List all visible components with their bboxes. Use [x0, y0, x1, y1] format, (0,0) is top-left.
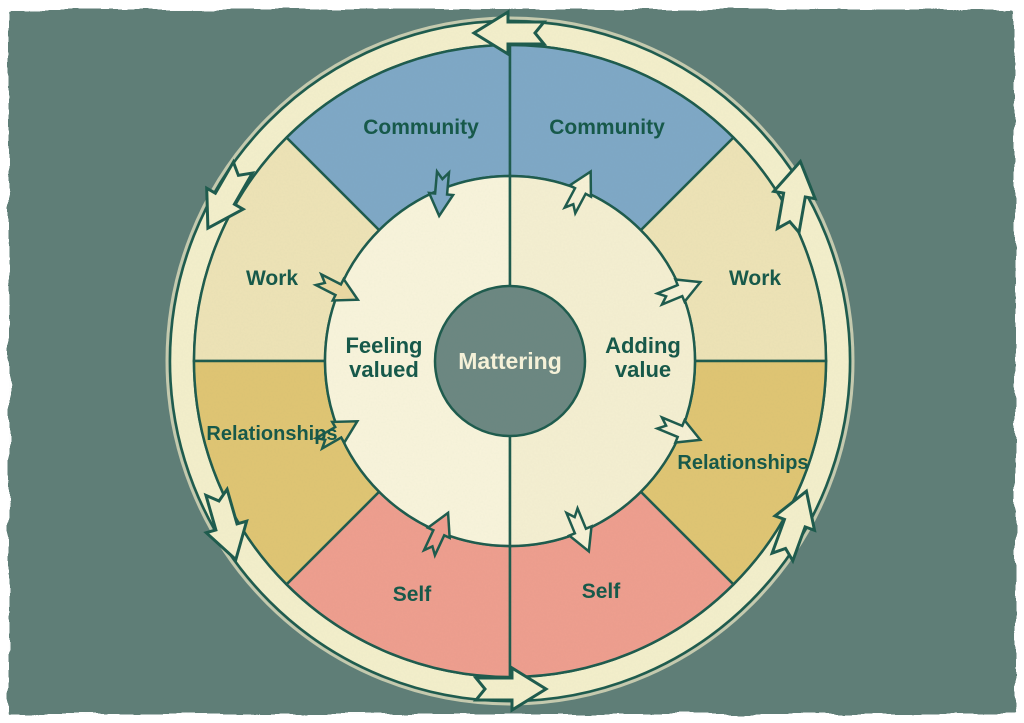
paper-grain-texture	[9, 10, 1015, 714]
label-community-right: Community	[549, 116, 665, 139]
label-mattering: Mattering	[458, 348, 562, 374]
label-self-left: Self	[393, 583, 433, 606]
label-adding-value-line2: value	[615, 357, 671, 382]
label-work-left: Work	[246, 267, 298, 290]
label-self-right: Self	[582, 580, 622, 603]
label-relationships-right: Relationships	[677, 452, 808, 474]
label-adding-value-line1: Adding	[605, 333, 681, 358]
label-work-right: Work	[729, 267, 781, 290]
label-relationships-left: Relationships	[206, 423, 337, 445]
label-feeling-valued-line1: Feeling	[345, 333, 422, 358]
label-community-left: Community	[363, 116, 479, 139]
label-feeling-valued-line2: valued	[349, 357, 419, 382]
